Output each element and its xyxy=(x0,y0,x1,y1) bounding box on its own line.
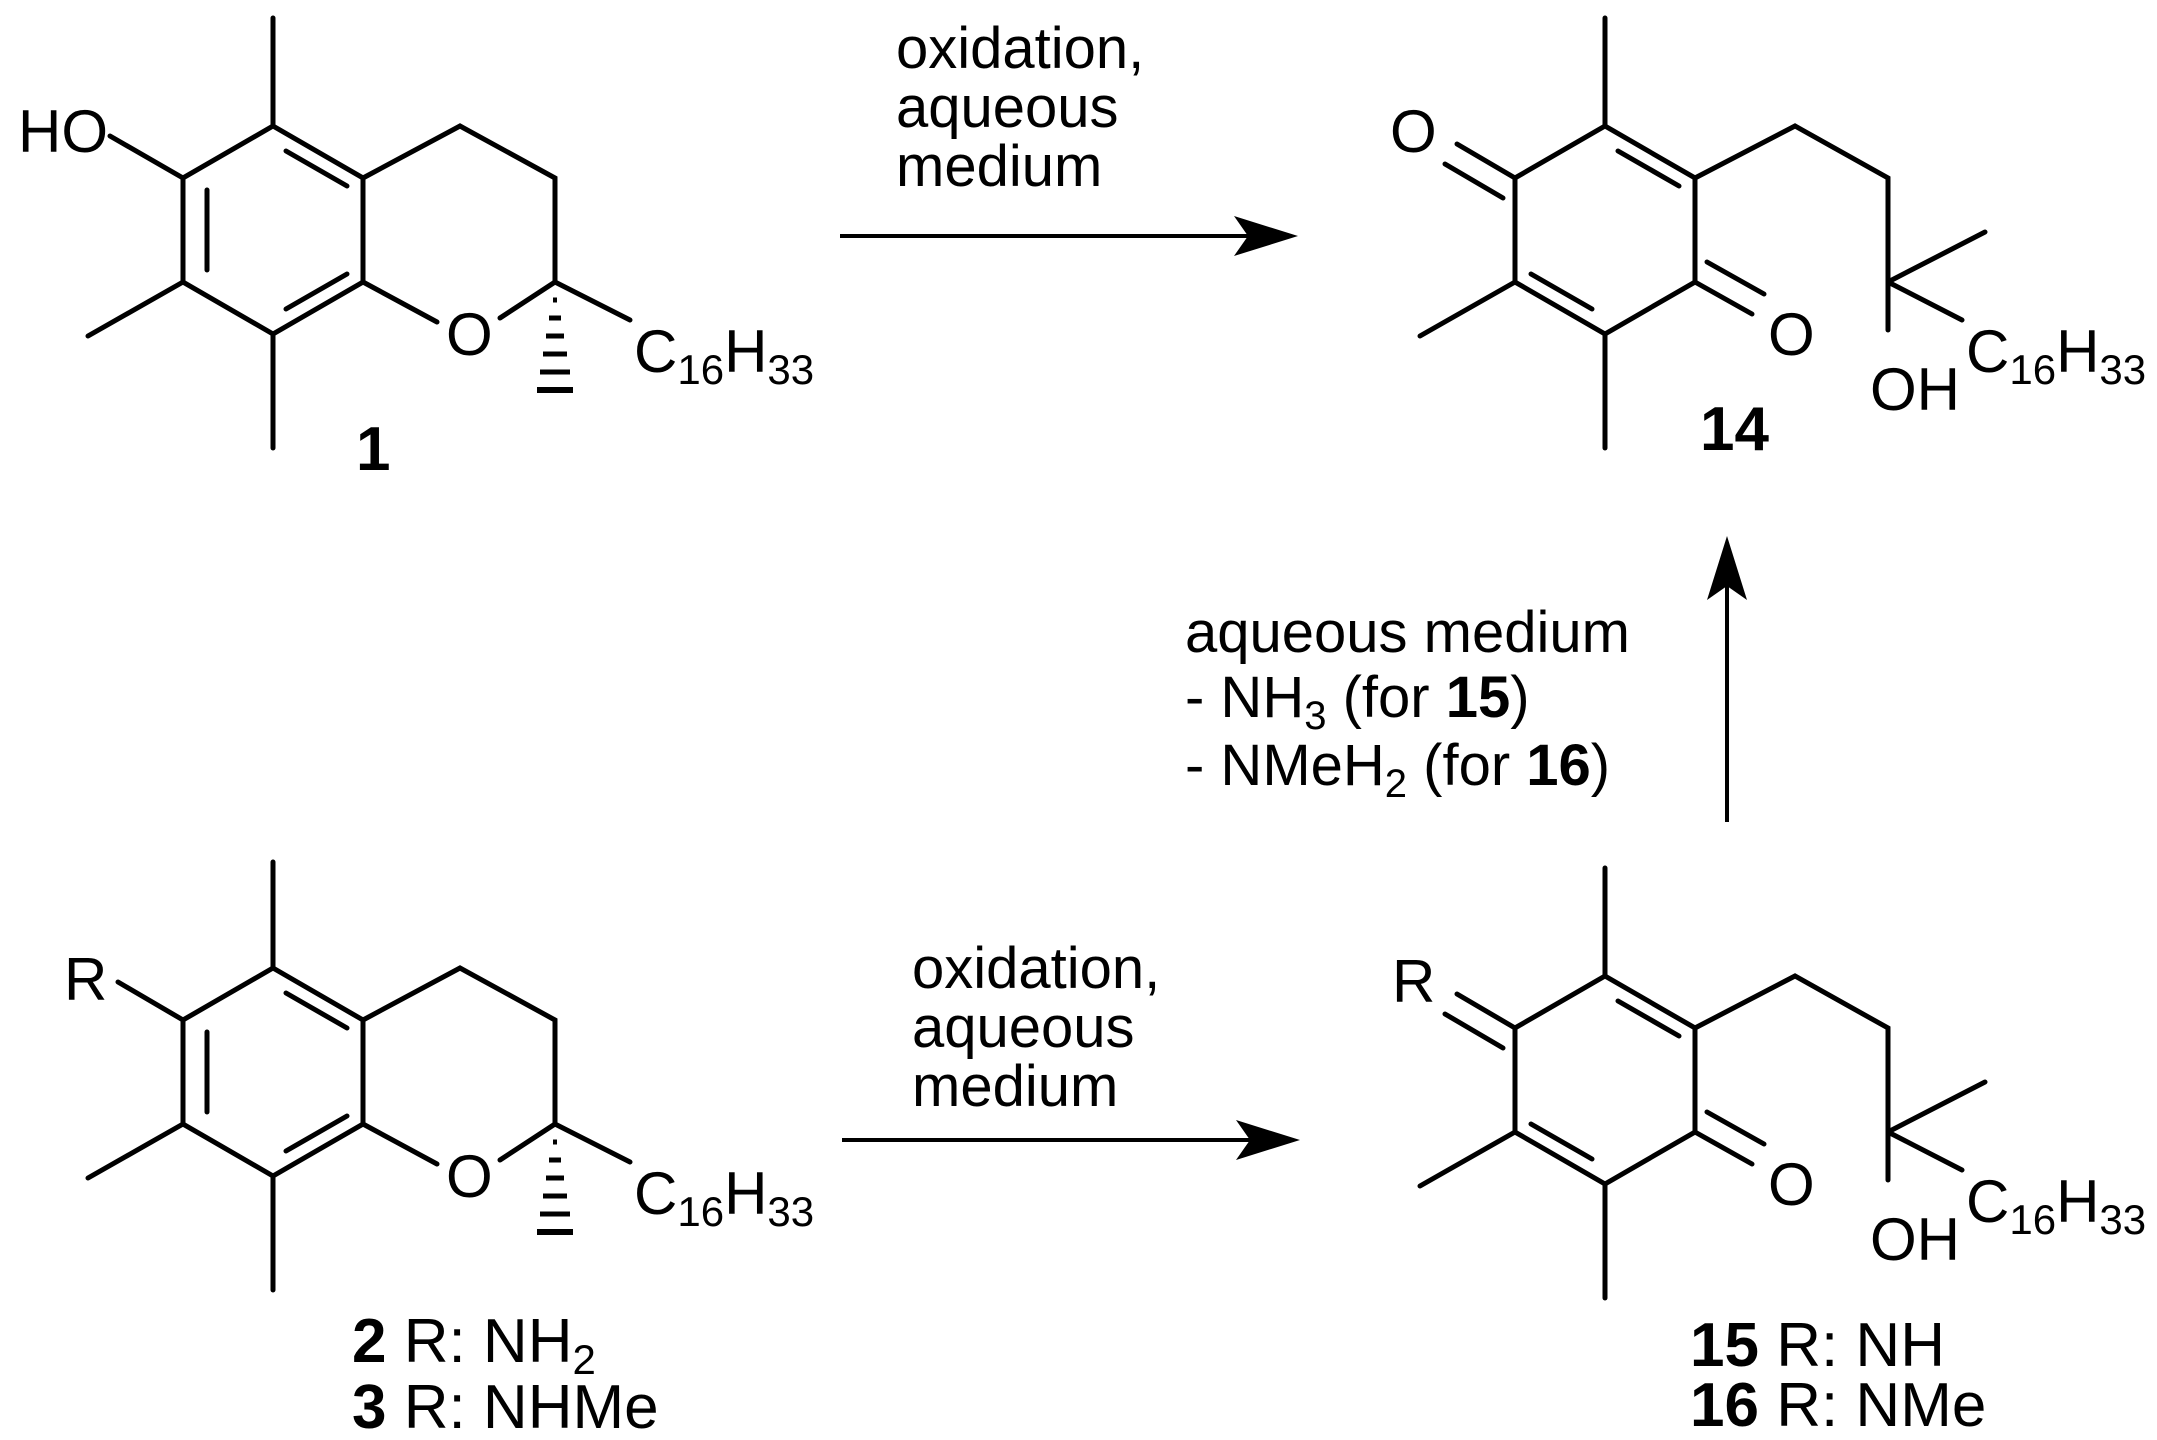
compound-14-structure: O O OH C16H33 14 xyxy=(1390,15,2146,464)
compound-15-16-hydroxyl-label: OH xyxy=(1870,1206,1960,1273)
arrow-bottom-condition: oxidation, aqueous medium xyxy=(912,936,1176,1119)
compound-14-hydroxyl-label: OH xyxy=(1870,356,1960,423)
compound-14-carbonyl-oxygen-top: O xyxy=(1390,98,1437,165)
compound-16-label: 16 R: NMe xyxy=(1690,1371,1986,1440)
compound-1-side-chain-label: C16H33 xyxy=(634,318,814,393)
arrow-top-condition: oxidation, aqueous medium xyxy=(896,16,1160,199)
compound-3-label: 3 R: NHMe xyxy=(352,1373,659,1440)
compound-2-3-structure: R O C16H33 2 R: NH2 3 R: NHMe xyxy=(64,859,814,1440)
compound-15-16-carbonyl-oxygen: O xyxy=(1768,1151,1815,1218)
compound-2-3-side-chain-label: C16H33 xyxy=(634,1160,814,1235)
compound-1-structure: HO O C16H33 1 xyxy=(18,15,814,484)
compound-15-16-structure: R O OH C16H33 15 R: NH 16 R: NMe xyxy=(1392,865,2146,1440)
compound-1-ring-oxygen-label: O xyxy=(446,301,493,368)
compound-2-3-ring-oxygen-label: O xyxy=(446,1143,493,1210)
compound-14-carbonyl-oxygen-bottom: O xyxy=(1768,301,1815,368)
compound-15-16-side-chain-label: C16H33 xyxy=(1966,1168,2146,1243)
compound-1-hydroxyl-label: HO xyxy=(18,98,108,165)
arrow-hydrolysis-vertical: aqueous medium - NH3 (for 15) - NMeH2 (f… xyxy=(1185,536,1747,822)
compound-2-label: 2 R: NH2 xyxy=(352,1307,596,1383)
compound-14-number: 14 xyxy=(1700,395,1769,464)
compound-2-3-substituent-label: R xyxy=(64,946,107,1013)
vertical-arrow-condition-line3: - NMeH2 (for 16) xyxy=(1185,733,1610,806)
compound-15-label: 15 R: NH xyxy=(1690,1311,1945,1380)
compound-1-number: 1 xyxy=(356,415,390,484)
arrow-oxidation-bottom: oxidation, aqueous medium xyxy=(842,936,1300,1160)
vertical-arrow-condition-line2: - NH3 (for 15) xyxy=(1185,665,1530,738)
vertical-arrow-condition-line1: aqueous medium xyxy=(1185,600,1630,665)
compound-14-side-chain-label: C16H33 xyxy=(1966,318,2146,393)
arrow-oxidation-top: oxidation, aqueous medium xyxy=(840,16,1298,256)
compound-15-16-substituent-label: R xyxy=(1392,948,1435,1015)
